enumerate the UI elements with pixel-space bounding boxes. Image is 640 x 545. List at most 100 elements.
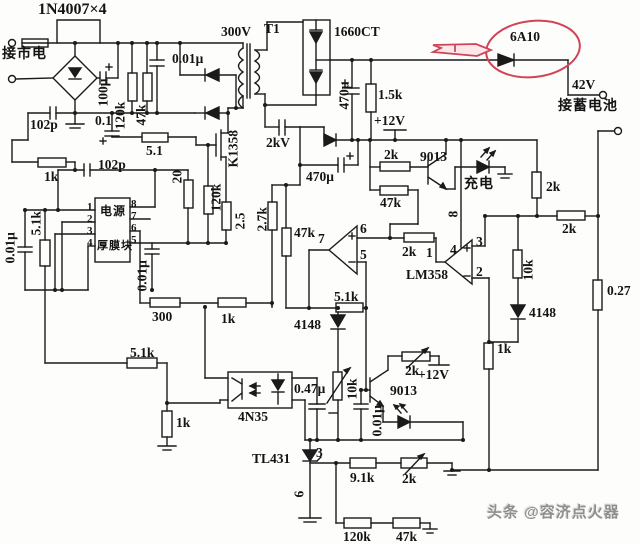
label-4n35: 4N35	[238, 409, 268, 424]
label-r2k-a: 2k	[384, 147, 399, 162]
label-r120k-c: 120k	[208, 183, 224, 212]
junction-dots	[23, 41, 600, 472]
label-c102p-a: 102p	[30, 117, 58, 132]
reference-column	[285, 302, 367, 441]
label-r027: 0.27	[607, 283, 631, 298]
opto-drive-row	[139, 297, 273, 379]
output-rail	[329, 52, 623, 471]
label-12v-a: +12V	[374, 113, 405, 128]
label-r10k-right: 10k	[520, 259, 536, 281]
label-pin3: 3	[476, 234, 483, 249]
label-c001-left: 0.01μ	[2, 232, 18, 264]
label-r51: 5.1	[146, 143, 163, 158]
label-9013-a: 9013	[420, 149, 447, 164]
label-r25: 2.5	[232, 212, 248, 230]
label-300v: 300V	[221, 24, 251, 39]
opamp2-symbol	[403, 139, 490, 344]
label-tl431-pin6: 6	[291, 490, 307, 498]
label-r91k: 9.1k	[350, 470, 375, 485]
label-r1k-a: 1k	[44, 169, 59, 184]
label-6a10: 6A10	[510, 29, 540, 44]
label-k1358: K1358	[225, 129, 241, 168]
label-pin6: 6	[360, 221, 367, 236]
aux-supply-cluster	[99, 112, 197, 146]
label-r51k-left: 5.1k	[28, 211, 44, 236]
label-r51k-a: 5.1k	[334, 289, 359, 304]
label-4148-b: 4148	[529, 305, 556, 320]
module-pin-4: 4	[87, 237, 93, 249]
label-mains: 接市电	[2, 47, 47, 62]
label-r15k: 1.5k	[378, 87, 403, 102]
label-2kv: 2kV	[266, 135, 291, 150]
opamp1-symbol	[308, 224, 405, 391]
label-pin4: 4	[450, 242, 457, 257]
diode-6a10-symbol	[497, 52, 516, 68]
module-pin-2: 2	[87, 213, 93, 225]
mid-resistor-bank	[183, 144, 287, 308]
resistor-2k-b	[403, 232, 435, 243]
label-1660ct: 1660CT	[334, 24, 380, 39]
label-4148-a: 4148	[294, 317, 321, 332]
red-highlight-ellipse	[485, 19, 581, 79]
sense-transistor-cluster	[304, 346, 464, 441]
label-r27k: 2.7k	[254, 207, 270, 232]
bridge-rectifier-symbol	[52, 42, 98, 129]
label-r47k-c: 47k	[294, 225, 316, 240]
label-tl431: TL431	[252, 451, 291, 466]
tl431-cluster	[298, 439, 599, 534]
label-c102p-b: 102p	[98, 157, 126, 172]
label-c100u: 100μ	[95, 78, 111, 107]
label-r2k-adj: 2k	[405, 363, 420, 378]
module-pin-1: 1	[87, 201, 93, 213]
module-pin-3: 3	[87, 225, 93, 237]
label-bridge-part: 1N4007×4	[38, 1, 107, 18]
label-r51k-b: 5.1k	[130, 345, 155, 360]
label-r1k-b: 1k	[221, 311, 236, 326]
label-transformer: T1	[264, 21, 280, 36]
label-r2k-b: 2k	[402, 244, 417, 259]
module-pin-5: 5	[131, 234, 137, 246]
resistor-47k-c	[281, 227, 292, 257]
right-column	[483, 139, 599, 471]
rectifier-1660ct-symbol	[302, 19, 331, 96]
label-12v-b: +12V	[418, 367, 449, 382]
red-arrow-cursor	[429, 43, 494, 57]
module-name-line1: 电源	[100, 204, 127, 218]
transformer-symbol	[227, 21, 317, 128]
label-pin7: 7	[318, 231, 325, 246]
module-pin-8: 8	[131, 198, 137, 210]
label-r1k-d: 1k	[497, 341, 512, 356]
label-tl431-pin3: 3	[316, 445, 323, 460]
label-r120k-b: 120k	[343, 529, 371, 544]
label-pin1: 1	[426, 245, 433, 260]
cap-047-symbol	[308, 377, 338, 441]
label-r300: 300	[152, 309, 173, 324]
label-lm358: LM358	[406, 267, 448, 282]
label-r2k-rh: 2k	[562, 221, 577, 236]
label-9013-b: 9013	[390, 383, 417, 398]
label-pin5: 5	[360, 247, 367, 262]
left-edge-components	[17, 209, 51, 291]
feedback-left-cluster	[11, 157, 189, 211]
label-c047u: 0.47μ	[294, 381, 326, 396]
watermark: 头条 @容济点火器	[487, 504, 620, 521]
label-r20: 20	[169, 170, 185, 184]
label-c01: 0.1	[95, 113, 112, 128]
module-pin-7: 7	[131, 210, 137, 222]
label-c001-mod: 0.01μ	[134, 260, 150, 292]
label-pin2: 2	[476, 264, 483, 279]
label-42v: 42V	[572, 77, 596, 92]
module-pin-6: 6	[131, 222, 137, 234]
charge-indicator-cluster	[369, 139, 513, 239]
label-r47k-d: 47k	[396, 529, 418, 544]
label-r120k-a: 120k	[112, 101, 128, 130]
hv-cap-cluster	[264, 119, 359, 186]
snubber-diodes	[179, 42, 237, 121]
label-c470u-a: 470μ	[336, 81, 352, 110]
label-charge-led: 充电	[464, 177, 494, 192]
label-c470u-b: 470μ	[306, 169, 334, 184]
module-name-line2: 厚膜块	[97, 240, 133, 252]
label-r2k-c: 2k	[402, 471, 417, 486]
